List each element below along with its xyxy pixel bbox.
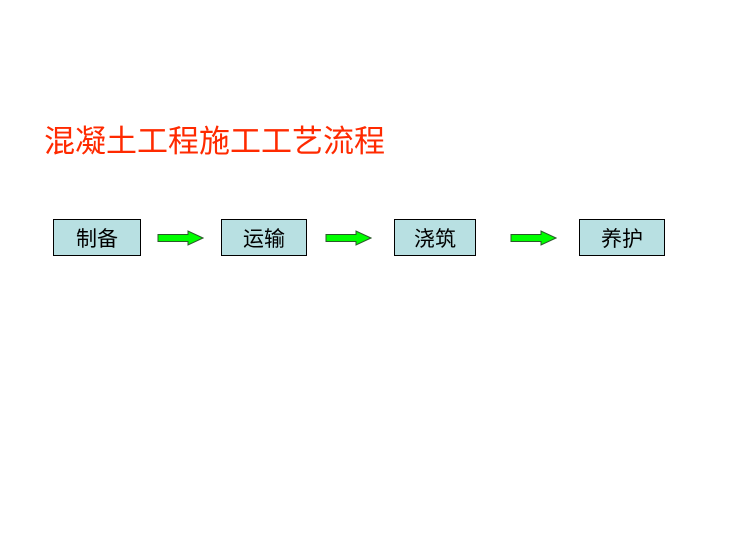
right-arrow-icon <box>157 230 204 246</box>
page-title: 混凝土工程施工工艺流程 <box>44 124 385 160</box>
step-label: 制备 <box>76 226 118 251</box>
step-label: 运输 <box>243 226 285 251</box>
right-arrow-icon <box>325 230 372 246</box>
step-box-pouring[interactable]: 浇筑 <box>394 219 476 256</box>
step-box-transport[interactable]: 运输 <box>221 219 307 256</box>
right-arrow-icon <box>510 230 557 246</box>
step-label: 养护 <box>601 226 643 251</box>
step-box-preparation[interactable]: 制备 <box>53 219 141 256</box>
step-label: 浇筑 <box>414 226 456 251</box>
step-box-curing[interactable]: 养护 <box>579 219 665 256</box>
